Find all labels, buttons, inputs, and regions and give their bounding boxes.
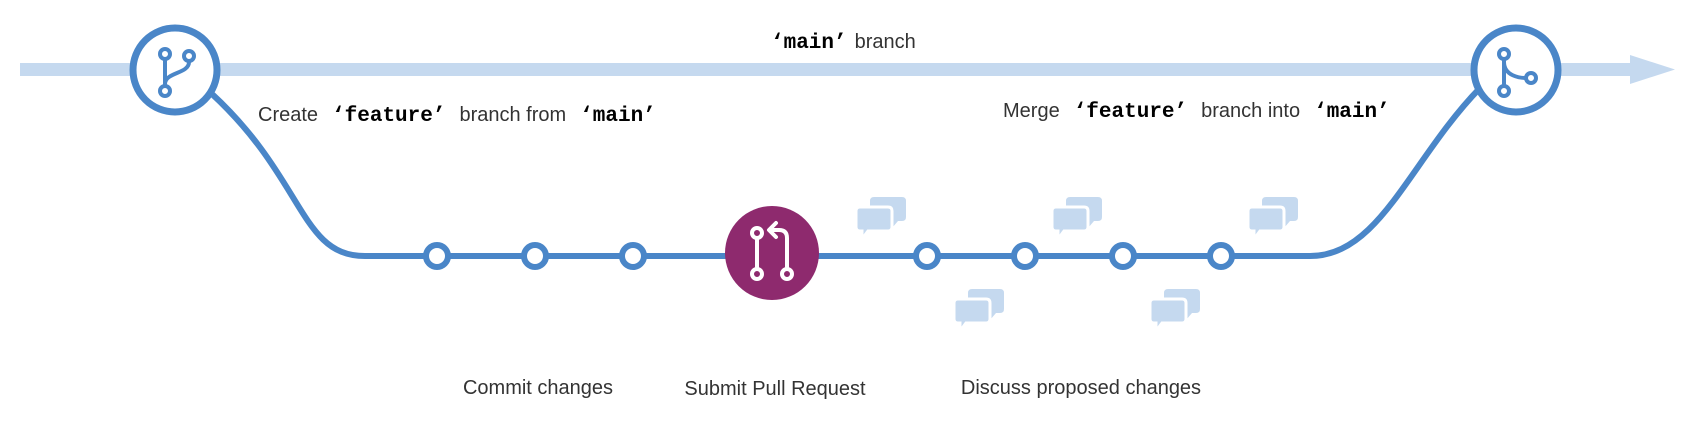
comment-discussion-icon [1148,287,1202,333]
git-merge-icon [1497,47,1538,98]
commit-nodes [423,242,647,270]
branch-merge-node [1470,24,1562,116]
git-branch-icon [158,47,196,98]
discussion-node [1011,242,1039,270]
feature-branch-line [209,85,1483,259]
main-branch-label: ‘main’branch [771,31,916,55]
comment-discussion-icon [1246,195,1300,241]
branch-start-node [129,24,221,116]
submit-pull-request-label: Submit Pull Request [684,378,866,400]
discussion-node [913,242,941,270]
create-branch-label: Create‘feature’branch from‘main’ [258,104,656,128]
comment-discussion-icon [1050,195,1104,241]
main-branch-line [20,55,1675,84]
discuss-changes-label: Discuss proposed changes [961,377,1201,399]
comment-discussion-icon [854,195,908,241]
discussion-node [1109,242,1137,270]
discussion-node [1207,242,1235,270]
git-pull-request-icon [750,221,794,281]
commit-node [423,242,451,270]
commit-node [521,242,549,270]
discussion-nodes [913,242,1235,270]
comment-discussion-icon [952,287,1006,333]
commit-changes-label: Commit changes [463,377,613,399]
merge-branch-label: Merge‘feature’branch into‘main’ [1003,100,1390,124]
commit-node [619,242,647,270]
pull-request-node [725,206,819,300]
